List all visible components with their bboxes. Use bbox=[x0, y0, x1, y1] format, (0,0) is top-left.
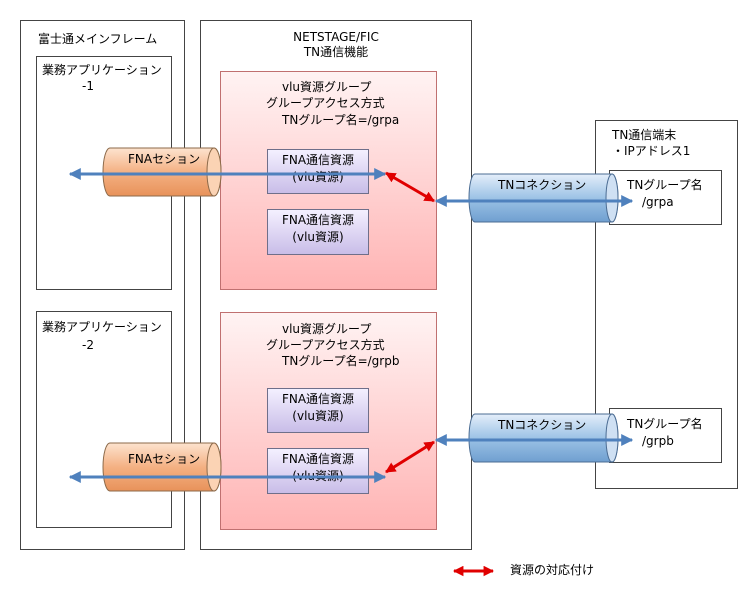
group-a-resource-2-name: FNA通信資源 bbox=[281, 213, 355, 227]
group-b-line-2: グループアクセス方式 bbox=[266, 338, 385, 352]
group-a-line-2: グループアクセス方式 bbox=[266, 96, 385, 110]
group-b-resource-1-type: (vlu資源) bbox=[292, 409, 344, 423]
group-b-resource-2-name: FNA通信資源 bbox=[281, 452, 355, 466]
app1-number: -1 bbox=[82, 79, 94, 93]
group-b-resource-1-name: FNA通信資源 bbox=[281, 392, 355, 406]
group-b-line-1: vlu資源グループ bbox=[282, 322, 372, 336]
tn-group-a-label: TNグループ名 bbox=[627, 178, 703, 192]
fna-session-label-top: FNAセション bbox=[128, 152, 201, 166]
app1-label: 業務アプリケーション bbox=[42, 63, 162, 77]
group-a-resource-2-type: (vlu資源) bbox=[292, 230, 344, 244]
group-b-resource-1: FNA通信資源 (vlu資源) bbox=[267, 388, 369, 433]
app2-box bbox=[36, 311, 172, 528]
fna-session-pipe-bottom bbox=[102, 442, 222, 492]
terminal-title-1: TN通信端末 bbox=[612, 128, 677, 142]
group-a-line-3: TNグループ名=/grpa bbox=[282, 113, 400, 127]
app2-label: 業務アプリケーション bbox=[42, 320, 162, 334]
fic-title-2: TN通信機能 bbox=[303, 45, 369, 59]
tn-group-b-label: TNグループ名 bbox=[627, 417, 703, 431]
group-a-resource-2: FNA通信資源 (vlu資源) bbox=[267, 209, 369, 255]
group-a-line-1: vlu資源グループ bbox=[282, 80, 372, 94]
app2-number: -2 bbox=[82, 338, 94, 352]
tn-connection-label-top: TNコネクション bbox=[498, 178, 587, 192]
tn-group-a-name: /grpa bbox=[642, 195, 674, 209]
mainframe-title: 富士通メインフレーム bbox=[38, 32, 158, 46]
group-a-resource-1-name: FNA通信資源 bbox=[281, 153, 355, 167]
legend-label: 資源の対応付け bbox=[510, 563, 595, 577]
mapping-arrow-top bbox=[385, 171, 435, 203]
mapping-arrow-bottom bbox=[385, 440, 435, 474]
terminal-title-2: ・IPアドレス1 bbox=[612, 144, 691, 158]
fic-title-1: NETSTAGE/FIC bbox=[293, 30, 379, 44]
group-b-line-3: TNグループ名=/grpb bbox=[282, 354, 400, 368]
tn-group-b-name: /grpb bbox=[642, 434, 674, 448]
tn-connection-label-bottom: TNコネクション bbox=[498, 418, 587, 432]
fna-session-label-bottom: FNAセション bbox=[128, 452, 201, 466]
